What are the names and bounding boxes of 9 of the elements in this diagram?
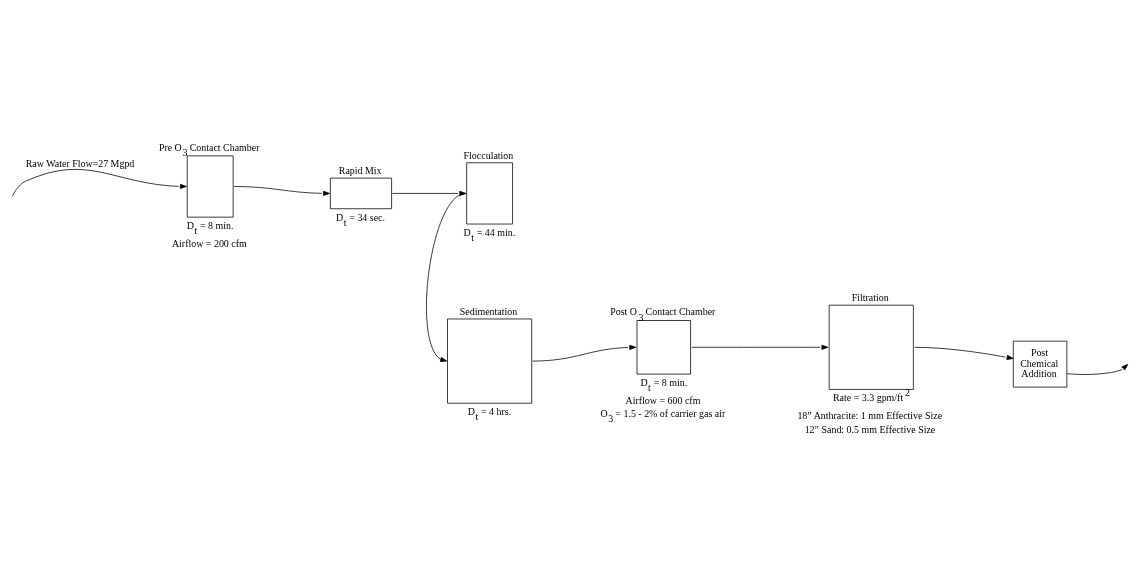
node-label: Airflow = 200 cfm — [171, 237, 247, 249]
node-label: Airflow = 600 cfm — [625, 394, 701, 406]
node-label: Filtration — [851, 291, 889, 303]
node-label: 18” Anthracite: 1 mm Effective Size — [797, 409, 943, 421]
node-label: Flocculation — [463, 149, 514, 161]
node-label: Sedimentation — [459, 305, 518, 317]
edge-label: Raw Water Flow=27 Mgpd — [25, 157, 135, 169]
node-label: Rapid Mix — [338, 164, 382, 176]
node-label: 12” Sand: 0.5 mm Effective Size — [804, 423, 936, 435]
